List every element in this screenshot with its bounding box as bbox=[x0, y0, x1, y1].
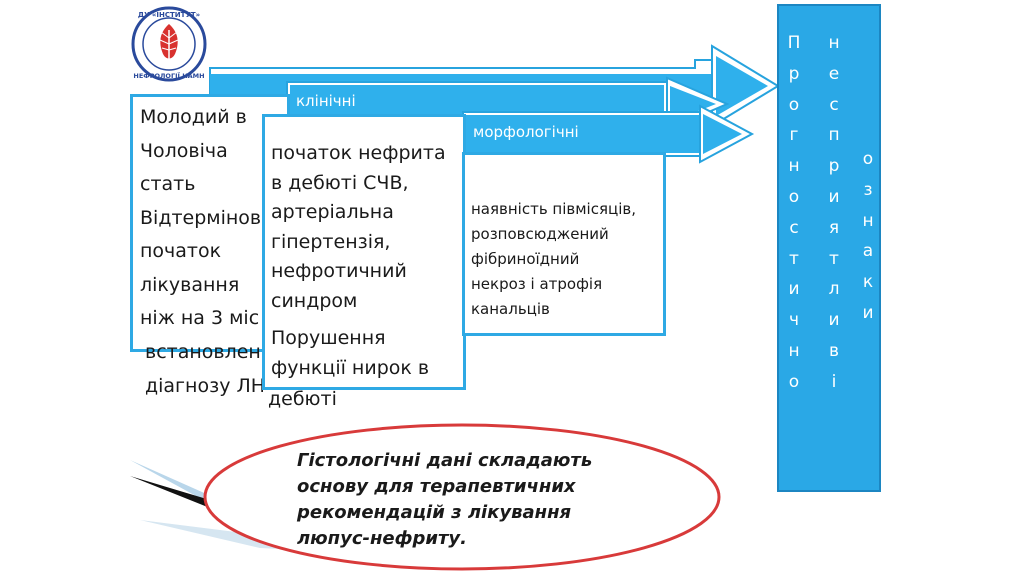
text-line: діагнозу ЛН bbox=[145, 374, 263, 397]
letter: т bbox=[789, 248, 799, 269]
text-line: синдром bbox=[271, 289, 358, 312]
letter: и bbox=[828, 310, 840, 331]
text-line: встановлен bbox=[145, 341, 261, 363]
letter: п bbox=[828, 125, 840, 146]
letter: в bbox=[828, 340, 840, 361]
morphological-text: наявність півмісяців, розповсюджений фіб… bbox=[471, 197, 665, 322]
text-line: фібриноїдний bbox=[471, 250, 580, 268]
text-line: лікування bbox=[140, 273, 240, 296]
letter: р bbox=[788, 63, 800, 84]
clinical-text: початок нефрита в дебюті СЧВ, артеріальн… bbox=[271, 139, 467, 383]
text-line: в дебюті СЧВ, bbox=[271, 171, 409, 194]
letter: т bbox=[829, 248, 839, 269]
letter: а bbox=[862, 241, 874, 262]
vertical-word-1: П р о г н о с т и ч н о bbox=[783, 28, 805, 398]
letter: и bbox=[788, 279, 800, 300]
letter: з bbox=[863, 179, 873, 200]
text-line: Відтермінов bbox=[140, 206, 262, 229]
letter: н bbox=[788, 340, 800, 361]
text-line: рекомендацій з лікування bbox=[297, 502, 572, 523]
letter: н bbox=[862, 210, 874, 231]
text-line: Молодий в bbox=[140, 106, 247, 128]
text-line: нефротичний bbox=[271, 260, 407, 282]
text-line: початок нефрита bbox=[271, 142, 446, 164]
letter: о bbox=[788, 94, 800, 115]
text-line: люпус-нефриту. bbox=[297, 528, 467, 549]
letter: р bbox=[828, 156, 840, 177]
label-morphological: морфологічні bbox=[473, 123, 579, 141]
letter: и bbox=[828, 186, 840, 207]
letter: о bbox=[788, 371, 800, 392]
institute-logo: ДУ «ІНСТИТУТ» НЕФРОЛОГІЇ НАМН bbox=[130, 4, 208, 84]
letter: о bbox=[788, 186, 800, 207]
letter: ч bbox=[788, 310, 800, 331]
risk-factors-overflow: встановлен діагнозу ЛН bbox=[145, 336, 263, 403]
clinical-box: початок нефрита в дебюті СЧВ, артеріальн… bbox=[262, 114, 466, 390]
letter: г bbox=[789, 125, 799, 146]
letter: и bbox=[862, 302, 874, 323]
text-line: ніж на 3 міс bbox=[140, 307, 260, 329]
letter: я bbox=[828, 217, 840, 238]
letter: л bbox=[828, 279, 840, 300]
morphological-box: наявність півмісяців, розповсюджений фіб… bbox=[462, 152, 666, 336]
text-line: початок bbox=[140, 240, 222, 262]
text-line: розповсюджений bbox=[471, 225, 609, 243]
letter: н bbox=[828, 33, 840, 53]
prognostic-factors-panel: П р о г н о с т и ч н о н е с п р и я т … bbox=[777, 4, 881, 492]
text-line: дебюті bbox=[268, 388, 337, 410]
label-clinical: клінічні bbox=[296, 92, 356, 110]
text-line: Чоловіча bbox=[140, 139, 228, 162]
text-line: гіпертензія, bbox=[271, 230, 391, 253]
letter: о bbox=[862, 149, 874, 169]
text-line: Гістологічні дані складають bbox=[297, 450, 593, 471]
highlight-ellipse bbox=[203, 423, 721, 571]
text-line: функції нирок в bbox=[271, 356, 430, 379]
risk-factors-text: Молодий в Чоловіча стать Відтермінов поч… bbox=[140, 101, 261, 336]
text-line: некроз і атрофія bbox=[471, 275, 603, 293]
letter: с bbox=[789, 217, 799, 238]
text-line: Порушення bbox=[271, 327, 386, 349]
vertical-word-2: н е с п р и я т л и в і bbox=[823, 28, 845, 398]
svg-text:ДУ «ІНСТИТУТ»: ДУ «ІНСТИТУТ» bbox=[138, 11, 200, 19]
letter: і bbox=[831, 371, 837, 392]
text-line: основу для терапевтичних bbox=[297, 476, 576, 497]
letter: е bbox=[828, 63, 840, 84]
text-line: наявність півмісяців, bbox=[471, 200, 636, 218]
letter: с bbox=[829, 94, 839, 115]
vertical-word-3: о з н а к и bbox=[857, 144, 879, 329]
text-line: канальців bbox=[471, 300, 550, 318]
conclusion-text: Гістологічні дані складають основу для т… bbox=[297, 448, 627, 552]
svg-text:НЕФРОЛОГІЇ НАМН: НЕФРОЛОГІЇ НАМН bbox=[133, 71, 204, 80]
letter: н bbox=[788, 156, 800, 177]
text-line: стать bbox=[140, 173, 196, 195]
letter: к bbox=[862, 272, 874, 293]
text-line: артеріальна bbox=[271, 201, 394, 223]
letter: П bbox=[787, 33, 801, 53]
